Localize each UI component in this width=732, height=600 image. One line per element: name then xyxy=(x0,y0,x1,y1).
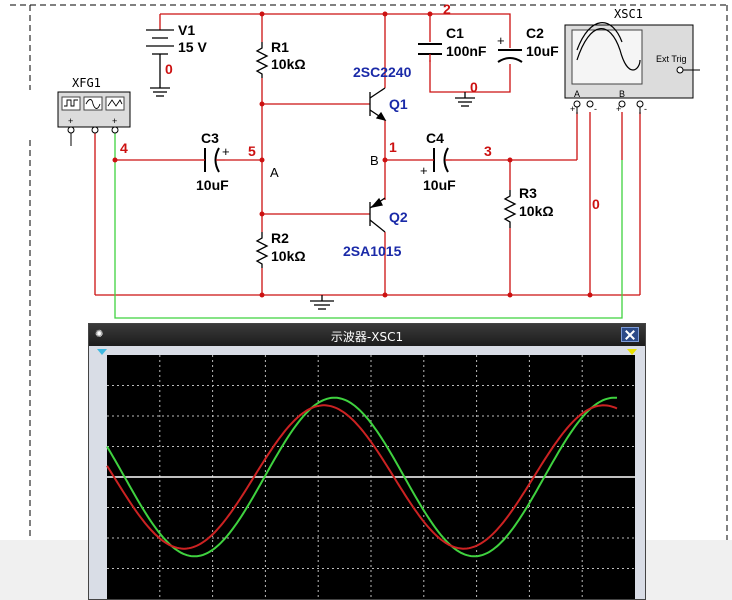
c1-name: C1 xyxy=(446,25,464,41)
node-0-label: 0 xyxy=(470,79,478,95)
xfg-plus-left: + xyxy=(68,116,73,126)
transistor-q1[interactable] xyxy=(369,87,387,122)
q1-part-number: 2SC2240 xyxy=(353,64,412,80)
node-a-label: A xyxy=(270,165,279,180)
scope-window-icon: ✺ xyxy=(95,329,104,340)
oscilloscope-title: 示波器-XSC1 xyxy=(330,330,404,344)
capacitor-c1[interactable] xyxy=(418,43,442,55)
scope-b-plus: + xyxy=(616,104,621,114)
r3-name: R3 xyxy=(519,185,537,201)
v1-value: 15 V xyxy=(178,39,207,55)
xfg-plus-right: + xyxy=(112,116,117,126)
channel-a-trace xyxy=(106,404,618,550)
scope-a-minus: - xyxy=(594,104,597,114)
node-1-label: 1 xyxy=(389,139,397,155)
scope-a-plus: + xyxy=(570,104,575,114)
c4-plus: + xyxy=(420,163,428,178)
r1-name: R1 xyxy=(271,39,289,55)
oscilloscope-titlebar[interactable]: ✺ 示波器-XSC1 xyxy=(89,324,645,346)
resistor-r2[interactable] xyxy=(255,232,269,268)
q1-name: Q1 xyxy=(389,96,408,112)
scope-grid xyxy=(107,355,635,599)
q2-part-number: 2SA1015 xyxy=(343,243,402,259)
v1-name: V1 xyxy=(178,22,195,38)
c3-name: C3 xyxy=(201,130,219,146)
node-3-label: 3 xyxy=(484,143,492,159)
node-2-label: 2 xyxy=(443,1,451,17)
c2-value: 10uF xyxy=(526,43,559,59)
node-0-label: 0 xyxy=(165,61,173,77)
c4-name: C4 xyxy=(426,130,444,146)
ground-symbol xyxy=(455,97,475,107)
ground-symbol xyxy=(310,295,334,310)
r2-name: R2 xyxy=(271,230,289,246)
channel-b-trace xyxy=(106,396,618,558)
junctions xyxy=(112,11,593,298)
close-button[interactable] xyxy=(621,327,639,342)
cursor-1-marker[interactable] xyxy=(97,349,107,355)
oscilloscope-xsc1[interactable] xyxy=(564,22,700,114)
scope-b-minus: - xyxy=(644,104,647,114)
scope-channel-a-label: A xyxy=(574,89,580,99)
scope-channel-b-label: B xyxy=(619,89,625,99)
ext-trig-label: Ext Trig xyxy=(656,54,687,64)
capacitor-c2[interactable] xyxy=(497,49,523,63)
r3-value: 10kΩ xyxy=(519,203,554,219)
oscilloscope-window[interactable]: ✺ 示波器-XSC1 xyxy=(88,323,646,600)
r2-value: 10kΩ xyxy=(271,248,306,264)
resistor-r1[interactable] xyxy=(255,42,269,78)
xfg1-name: XFG1 xyxy=(72,76,101,90)
resistor-r3[interactable] xyxy=(503,190,517,228)
q2-name: Q2 xyxy=(389,209,408,225)
c3-plus: + xyxy=(222,144,230,159)
c2-name: C2 xyxy=(526,25,544,41)
battery-v1[interactable] xyxy=(146,29,174,97)
r1-value: 10kΩ xyxy=(271,56,306,72)
c1-value: 100nF xyxy=(446,43,487,59)
wires xyxy=(94,13,641,296)
transistor-q2[interactable] xyxy=(369,197,386,233)
c4-value: 10uF xyxy=(423,177,456,193)
cursor-2-marker[interactable] xyxy=(627,349,637,355)
node-b-label: B xyxy=(370,153,379,168)
c3-value: 10uF xyxy=(196,177,229,193)
node-4-label: 4 xyxy=(120,140,128,156)
c2-plus: + xyxy=(497,33,505,48)
oscilloscope-screen xyxy=(97,349,637,599)
node-0-label: 0 xyxy=(592,196,600,212)
xsc1-name: XSC1 xyxy=(614,7,643,21)
node-5-label: 5 xyxy=(248,143,256,159)
function-generator-xfg1[interactable] xyxy=(57,91,131,146)
